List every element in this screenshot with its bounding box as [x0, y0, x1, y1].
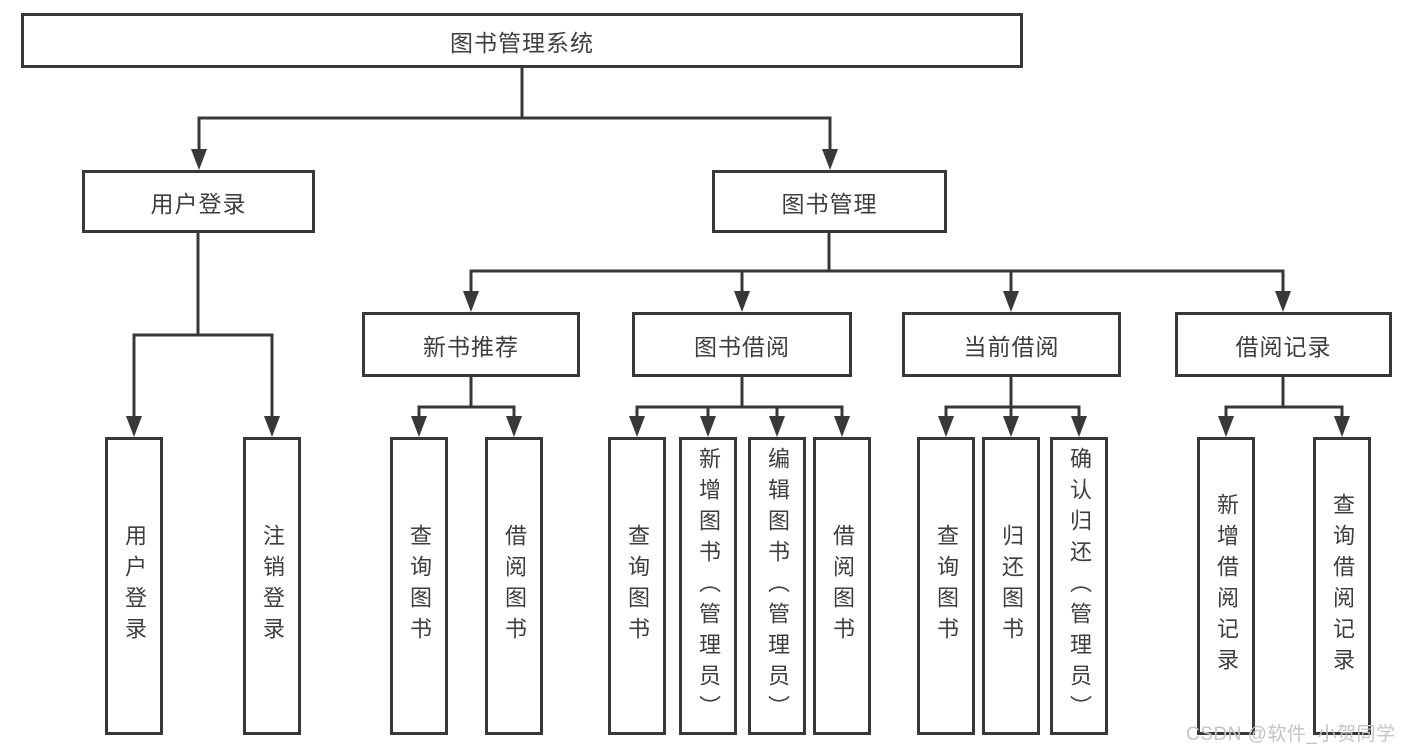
leaf-current-query-books-label: 查询图书 — [934, 524, 959, 648]
node-new-book-recommend-label: 新书推荐 — [423, 333, 519, 360]
leaf-records-query-record: 查询借阅记录 — [1313, 437, 1371, 735]
leaf-borrow-add-books-admin: 新增图书（管理员） — [679, 437, 737, 735]
csdn-watermark: CSDN @软件_小贺同学 — [1186, 724, 1396, 745]
node-root: 图书管理系统 — [21, 13, 1023, 68]
node-root-label: 图书管理系统 — [450, 29, 594, 56]
arrowhead-cb-return — [1003, 416, 1019, 437]
node-new-book-recommend: 新书推荐 — [362, 312, 580, 377]
leaf-newbook-borrow-books-label: 借阅图书 — [502, 524, 527, 648]
arrowhead-nb-borrow — [506, 416, 522, 437]
node-borrow-records: 借阅记录 — [1175, 312, 1392, 377]
arrowhead-new-book — [463, 291, 479, 312]
arrowhead-br-add — [1218, 416, 1234, 437]
node-user-login-label: 用户登录 — [150, 190, 247, 217]
leaf-user-login-label: 用户登录 — [122, 524, 147, 648]
leaf-borrow-query-books: 查询图书 — [608, 437, 666, 735]
leaf-logout-login: 注销登录 — [243, 437, 301, 735]
leaf-records-add-record: 新增借阅记录 — [1197, 437, 1255, 735]
node-borrow-records-label: 借阅记录 — [1235, 333, 1332, 360]
leaf-newbook-query-books: 查询图书 — [390, 437, 448, 735]
leaf-borrow-edit-books-admin: 编辑图书（管理员） — [748, 437, 806, 735]
leaf-borrow-query-books-label: 查询图书 — [625, 524, 650, 648]
leaf-borrow-add-books-admin-label: 新增图书（管理员） — [696, 446, 721, 726]
arrowhead-user-login — [191, 149, 207, 170]
leaf-current-return-books-label: 归还图书 — [999, 524, 1024, 648]
leaf-user-login: 用户登录 — [105, 437, 163, 735]
leaf-current-confirm-return-admin: 确认归还（管理员） — [1050, 437, 1108, 735]
leaf-records-query-record-label: 查询借阅记录 — [1330, 493, 1355, 679]
arrowhead-cb-confirm — [1071, 416, 1087, 437]
leaf-current-query-books: 查询图书 — [917, 437, 975, 735]
arrowhead-bb-add — [700, 416, 716, 437]
leaf-current-confirm-return-admin-label: 确认归还（管理员） — [1067, 446, 1092, 726]
leaf-current-return-books: 归还图书 — [982, 437, 1040, 735]
arrowhead-leaf-logout — [264, 416, 280, 437]
node-user-login: 用户登录 — [82, 170, 315, 233]
arrowhead-bb-query — [629, 416, 645, 437]
node-current-borrow: 当前借阅 — [902, 312, 1121, 377]
arrowhead-borrow-records — [1275, 291, 1291, 312]
arrowhead-nb-query — [411, 416, 427, 437]
arrowhead-bb-borrow — [834, 416, 850, 437]
node-book-borrow-label: 图书借阅 — [694, 333, 790, 360]
arrowhead-current-borrow — [1003, 291, 1019, 312]
arrowhead-cb-query — [938, 416, 954, 437]
arrowhead-bb-edit — [769, 416, 785, 437]
node-book-management: 图书管理 — [712, 170, 947, 233]
leaf-newbook-query-books-label: 查询图书 — [407, 524, 432, 648]
arrowhead-br-query — [1334, 416, 1350, 437]
arrowhead-book-borrow — [734, 291, 750, 312]
node-book-borrow: 图书借阅 — [632, 312, 852, 377]
leaf-newbook-borrow-books: 借阅图书 — [485, 437, 543, 735]
leaf-logout-login-label: 注销登录 — [260, 524, 285, 648]
node-book-management-label: 图书管理 — [781, 190, 878, 217]
arrowhead-book-mgmt — [822, 149, 838, 170]
leaf-borrow-borrow-books: 借阅图书 — [813, 437, 871, 735]
leaf-borrow-borrow-books-label: 借阅图书 — [830, 524, 855, 648]
leaf-records-add-record-label: 新增借阅记录 — [1214, 493, 1239, 679]
node-current-borrow-label: 当前借阅 — [963, 333, 1060, 360]
arrowhead-leaf-user-login — [126, 416, 142, 437]
leaf-borrow-edit-books-admin-label: 编辑图书（管理员） — [765, 446, 790, 726]
